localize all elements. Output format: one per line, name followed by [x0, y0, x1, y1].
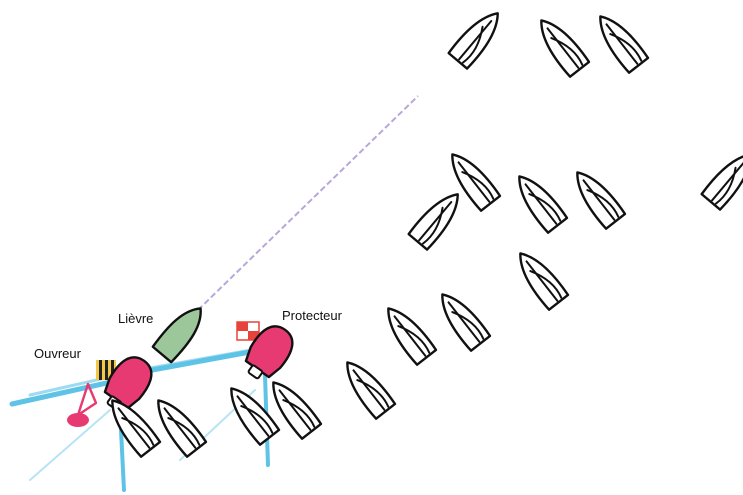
sailboat — [147, 391, 208, 459]
lievre-boat — [151, 307, 202, 364]
sailboat — [508, 167, 569, 235]
sailboat — [377, 299, 438, 367]
sailboat — [700, 145, 743, 212]
sailboat — [431, 285, 492, 353]
sailboat — [509, 244, 570, 312]
sailboat — [447, 4, 509, 71]
fleet — [101, 4, 743, 459]
checkered-flag-icon — [236, 321, 260, 341]
sailboat — [589, 7, 650, 75]
sailboat — [336, 353, 397, 421]
sailboat — [530, 11, 591, 79]
lievre-course-line — [197, 95, 419, 311]
label-protecteur: Protecteur — [282, 308, 343, 323]
sailboat — [566, 163, 627, 231]
sailboat — [407, 185, 469, 252]
label-lievre: Lièvre — [118, 311, 153, 326]
pin-buoy-icon — [67, 382, 98, 427]
label-ouvreur: Ouvreur — [34, 346, 82, 361]
